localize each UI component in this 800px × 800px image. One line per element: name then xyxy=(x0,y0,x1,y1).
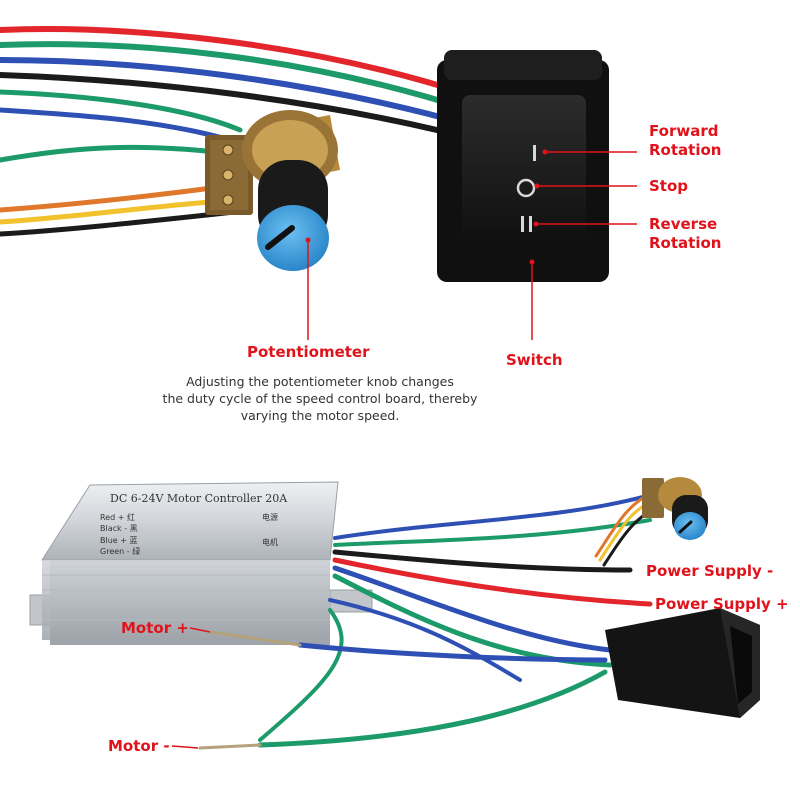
leader-lines-bottom xyxy=(171,627,211,749)
controller-title: DC 6-24V Motor Controller 20A xyxy=(110,492,288,505)
potentiometer-large xyxy=(205,110,340,271)
label-power-supply-plus: Power Supply + xyxy=(655,595,789,613)
controller-row-black: Black - 黑 xyxy=(100,524,138,533)
label-power-supply-minus: Power Supply - xyxy=(646,562,774,580)
description-line-2: the duty cycle of the speed control boar… xyxy=(162,391,478,406)
potentiometer-small xyxy=(642,477,708,540)
rocker-switch-small xyxy=(605,608,760,718)
label-switch: Switch xyxy=(506,351,563,369)
top-wire-bundle xyxy=(0,26,473,237)
controller-row-blue: Blue + 蓝 xyxy=(100,535,138,545)
controller-tag-power: 电源 xyxy=(262,512,278,522)
label-stop: Stop xyxy=(649,177,689,195)
rocker-switch-large xyxy=(437,50,609,282)
leader-lines-top xyxy=(307,151,637,340)
description-text: Adjusting the potentiometer knob changes… xyxy=(120,373,520,424)
label-motor-plus: Motor + xyxy=(121,619,189,637)
motor-controller-box: DC 6-24V Motor Controller 20A Red + 红 Bl… xyxy=(29,481,373,645)
label-potentiometer: Potentiometer xyxy=(247,343,370,361)
controller-row-red: Red + 红 xyxy=(100,512,135,522)
label-forward-rotation: Forward Rotation xyxy=(649,122,722,159)
description-line-1: Adjusting the potentiometer knob changes xyxy=(186,374,454,389)
controller-tag-motor: 电机 xyxy=(262,537,278,547)
controller-row-green: Green - 绿 xyxy=(100,547,140,556)
description-line-3: varying the motor speed. xyxy=(240,408,400,423)
label-motor-minus: Motor - xyxy=(108,737,170,755)
label-reverse-rotation: Reverse Rotation xyxy=(649,215,722,252)
